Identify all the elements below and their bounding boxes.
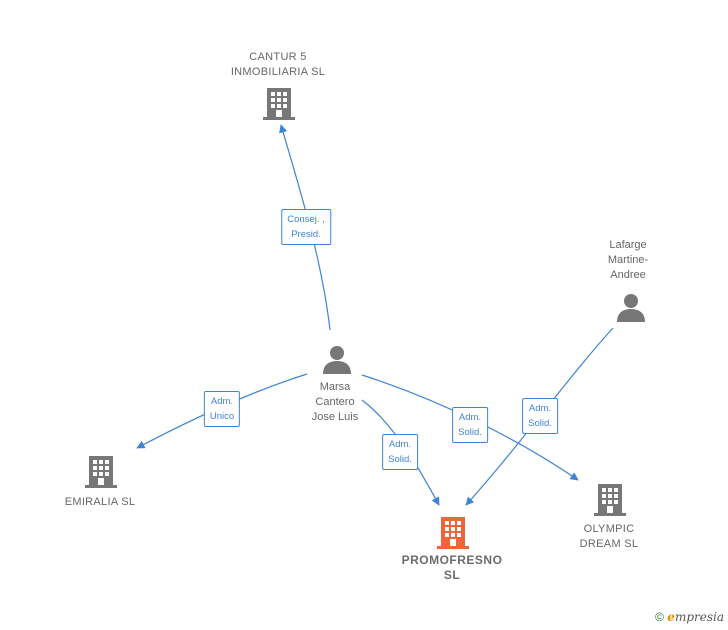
edge-label-marsa-cantur: Consej. , Presid.: [281, 209, 331, 245]
building-icon[interactable]: [263, 86, 295, 120]
building-icon[interactable]: [437, 515, 469, 549]
building-icon[interactable]: [594, 482, 626, 516]
edge-label-marsa-promofresno: Adm. Solid.: [382, 434, 418, 470]
person-icon[interactable]: [616, 292, 646, 322]
building-icon[interactable]: [85, 454, 117, 488]
node-cantur-label[interactable]: CANTUR 5 INMOBILIARIA SL: [230, 51, 326, 78]
edge-label-marsa-olympic: Adm. Solid.: [452, 407, 488, 443]
node-lafarge-label[interactable]: Lafarge Martine- Andree: [607, 239, 649, 281]
node-emiralia-label[interactable]: EMIRALIA SL: [64, 496, 136, 508]
node-olympic-label[interactable]: OLYMPIC DREAM SL: [579, 523, 639, 550]
empresia-watermark: © empresia: [655, 610, 724, 624]
edge-label-lafarge-promofresno: Adm. Solid.: [522, 398, 558, 434]
copyright-symbol: ©: [655, 610, 664, 624]
node-marsa-label[interactable]: Marsa Cantero Jose Luis: [311, 381, 359, 423]
node-promofresno-label[interactable]: PROMOFRESNO SL: [401, 553, 503, 582]
empresia-logo: empresia: [667, 610, 724, 624]
person-icon[interactable]: [322, 344, 352, 374]
edge-label-marsa-emiralia: Adm. Unico: [203, 391, 241, 427]
